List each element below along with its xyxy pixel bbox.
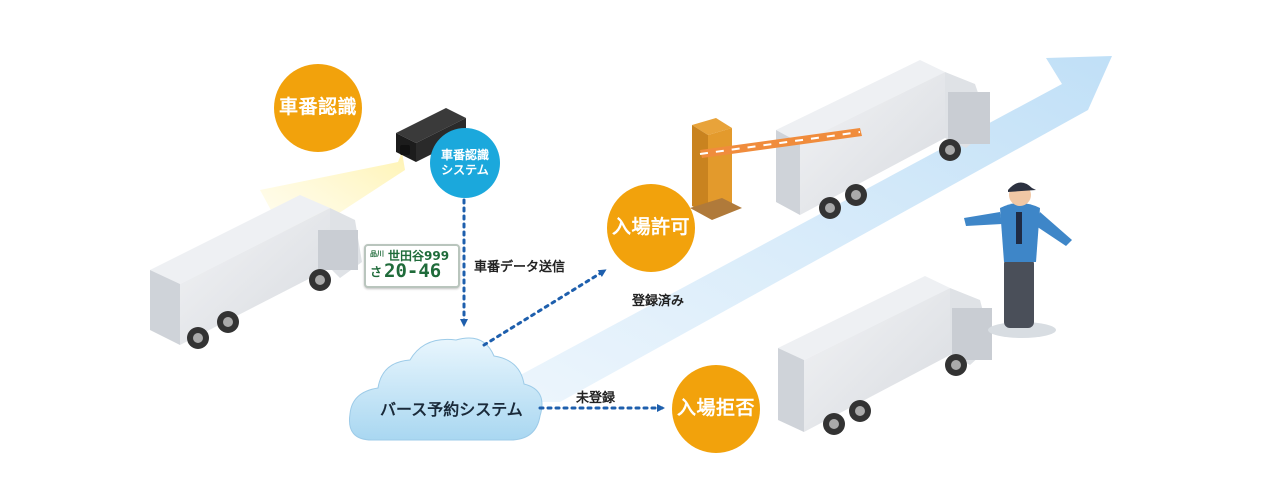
registered-arrow [482, 269, 607, 347]
truck-approaching [150, 195, 362, 349]
entry-permitted-label: 入場許可 [607, 184, 695, 272]
entry-permitted-text: 入場許可 [611, 216, 690, 239]
registered-label: 登録済み [632, 294, 685, 309]
plate-kana: さ [370, 265, 383, 279]
recognition-system-label: 車番認識 システム [430, 128, 500, 198]
recognition-system-line2: システム [441, 163, 489, 177]
security-guard-icon [964, 182, 1072, 338]
cloud-shape [348, 337, 543, 441]
license-plate: 品川 世田谷999 さ 20-46 [364, 244, 460, 288]
plate-recognition-circle [274, 64, 362, 152]
entry-denied-text: 入場拒否 [676, 397, 755, 420]
entry-denied-circle [672, 365, 760, 453]
recognition-system-line1: 車番認識 [440, 148, 489, 162]
berth-reservation-system-label: バース予約システム [380, 400, 523, 419]
plate-region-class: 世田谷999 [388, 249, 450, 263]
truck-entering [776, 60, 990, 219]
truck-denied [778, 276, 992, 435]
gate-barrier-icon [690, 118, 862, 220]
plate-recognition-text: 車番認識 [278, 96, 357, 119]
send-data-label: 車番データ送信 [474, 260, 566, 275]
unregistered-label: 未登録 [576, 391, 616, 406]
entry-denied-label: 入場拒否 [672, 365, 760, 453]
plate-number: 20-46 [384, 260, 442, 282]
plate-prefecture: 品川 [370, 250, 384, 258]
recognition-system-circle [430, 128, 500, 198]
plate-recognition-label: 車番認識 [274, 64, 362, 152]
entry-permitted-circle [607, 184, 695, 272]
